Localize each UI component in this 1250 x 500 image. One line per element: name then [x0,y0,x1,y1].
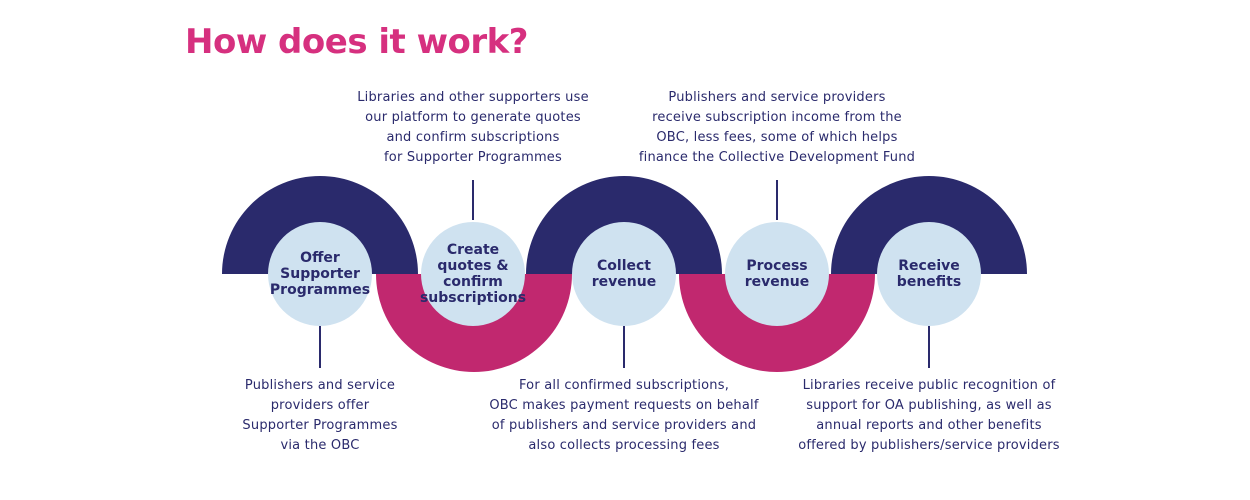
step-label-receive-benefits: Receive benefits [896,258,962,290]
description-collect-revenue: For all confirmed subscriptions, OBC mak… [489,378,759,453]
description-offer-supporter-programmes: Publishers and service providers offer S… [242,378,398,453]
step-circle-5 [877,222,981,326]
step-label-process-revenue: Process revenue [744,258,810,290]
description-create-quotes: Libraries and other supporters use our p… [357,90,589,165]
step-label-collect-revenue: Collect revenue [591,258,657,290]
description-process-revenue: Publishers and service providers receive… [638,90,916,165]
page-title: How does it work? [185,22,529,62]
step-circle-4 [725,222,829,326]
step-circle-3 [572,222,676,326]
step-label-offer-supporter-programmes: Offer Supporter Programmes [269,250,371,298]
description-receive-benefits: Libraries receive public recognition of … [798,378,1060,453]
step-circle-2 [421,222,525,326]
step-circle-1 [268,222,372,326]
step-label-create-quotes: Create quotes & confirm subscriptions [419,242,527,306]
